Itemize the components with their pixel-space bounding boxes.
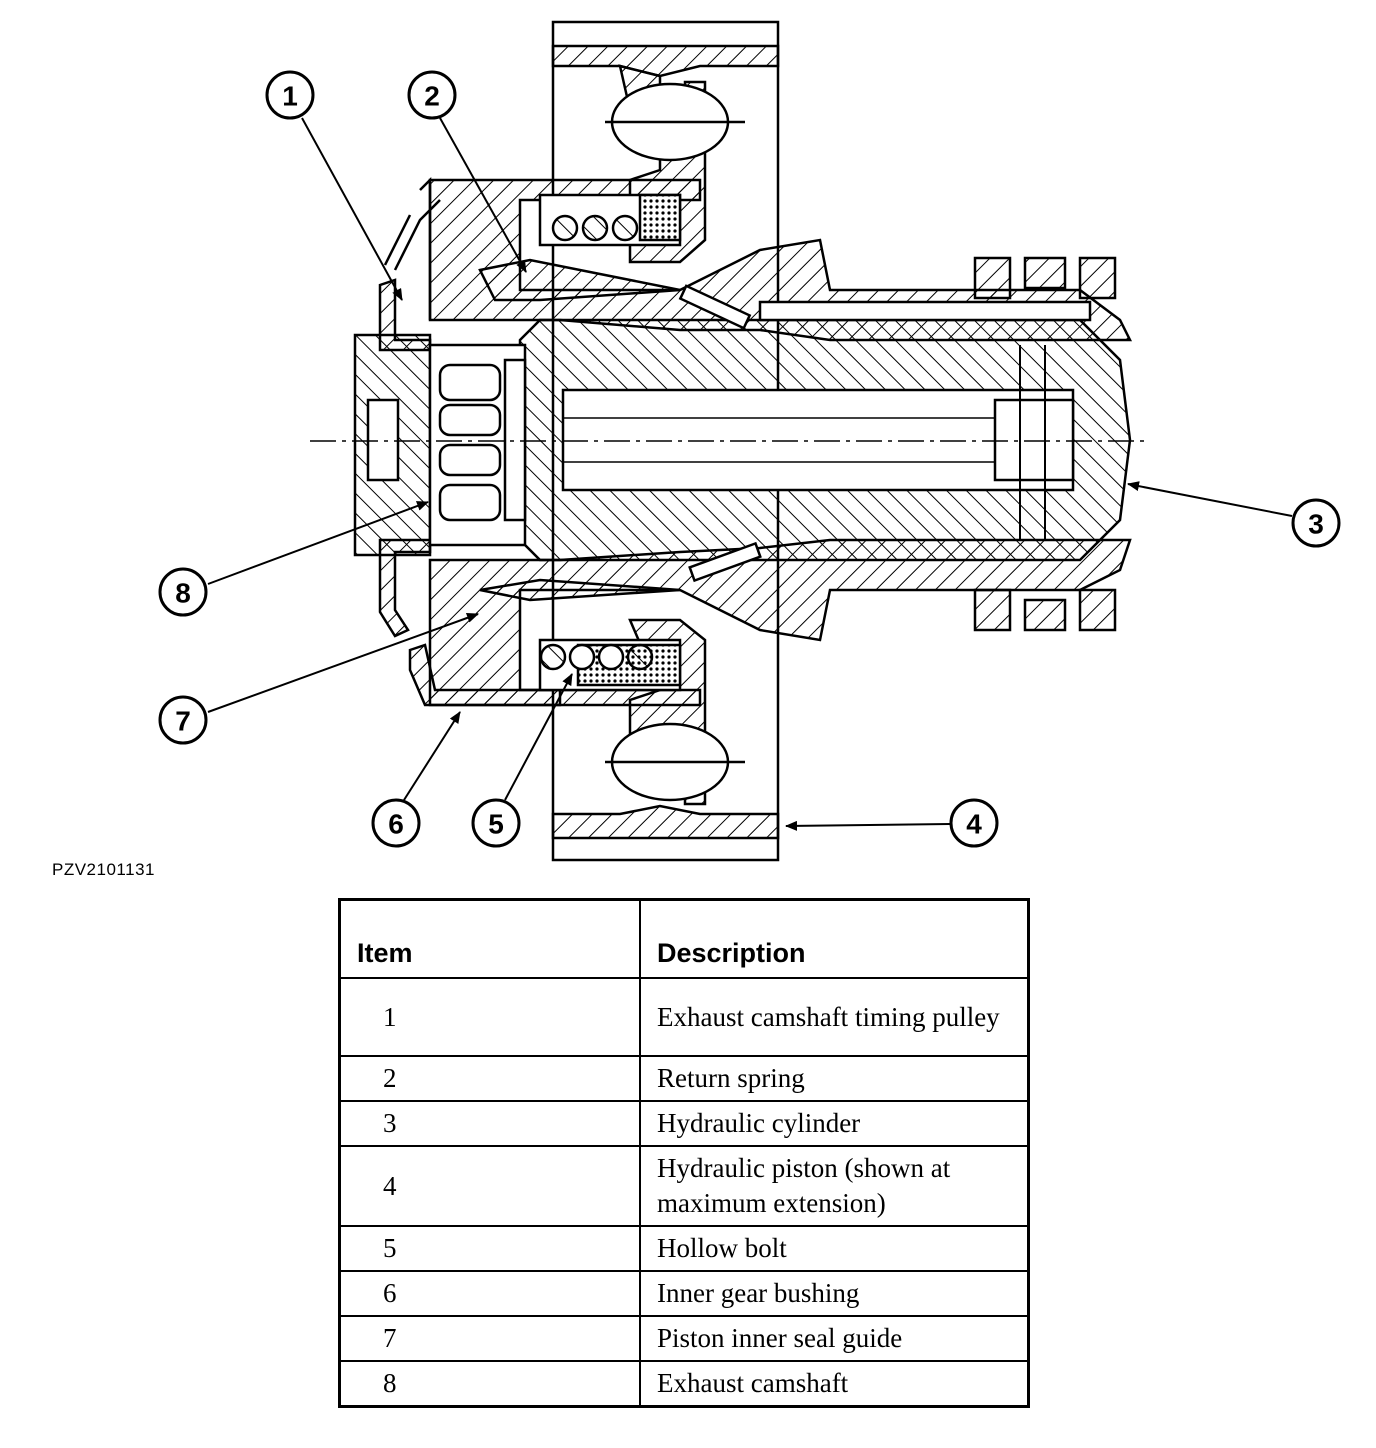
table-row: 2 Return spring [338, 1055, 1030, 1102]
callout-7: 7 [175, 706, 191, 737]
callout-1-circle [265, 70, 315, 120]
callout-2-circle [407, 70, 457, 120]
leader-8 [207, 501, 429, 585]
item-number: 3 [338, 1100, 641, 1147]
callout-5-circle [471, 798, 521, 848]
leader-4 [785, 820, 951, 831]
legend-table: Item Description 1 Exhaust camshaft timi… [338, 898, 1030, 1408]
table-row: 6 Inner gear bushing [338, 1270, 1030, 1317]
left-assembly-drawing [353, 176, 681, 707]
column-header-item: Item [338, 898, 641, 979]
callout-8-circle [158, 567, 208, 617]
item-number: 5 [338, 1225, 641, 1272]
return-spring-drawing [538, 193, 682, 692]
item-description: Exhaust camshaft timing pulley [639, 977, 1030, 1057]
item-number: 2 [338, 1055, 641, 1102]
callout-7-circle [158, 695, 208, 745]
callout-4: 4 [966, 809, 982, 840]
table-row: 4 Hydraulic piston (shown at maximum ext… [338, 1145, 1030, 1227]
callout-numbers: 1 2 3 4 5 6 7 8 [175, 81, 1324, 840]
column-header-description: Description [639, 898, 1030, 979]
leader-7 [207, 613, 479, 713]
leader-1 [301, 117, 403, 301]
callout-1: 1 [282, 81, 298, 112]
leader-6 [403, 711, 461, 801]
item-description: Hydraulic piston (shown at maximum exten… [639, 1145, 1030, 1227]
item-description: Piston inner seal guide [639, 1315, 1030, 1362]
table-row: 1 Exhaust camshaft timing pulley [338, 977, 1030, 1057]
leader-3 [1127, 481, 1293, 517]
leader-2 [439, 117, 527, 273]
item-description: Hydraulic cylinder [639, 1100, 1030, 1147]
callout-circles [158, 70, 1341, 848]
figure-code: PZV2101131 [52, 860, 155, 879]
callout-8: 8 [175, 578, 191, 609]
table-row: 7 Piston inner seal guide [338, 1315, 1030, 1362]
cutaway-diagram: 1 2 3 4 5 6 7 8 [158, 20, 1341, 862]
table-row: 5 Hollow bolt [338, 1225, 1030, 1272]
table-row: 3 Hydraulic cylinder [338, 1100, 1030, 1147]
camshaft-body-drawing [428, 178, 1133, 707]
item-description: Exhaust camshaft [639, 1360, 1030, 1408]
callout-5: 5 [488, 809, 504, 840]
callout-4-circle [949, 798, 999, 848]
item-number: 6 [338, 1270, 641, 1317]
item-description: Inner gear bushing [639, 1270, 1030, 1317]
item-number: 1 [338, 977, 641, 1057]
item-number: 4 [338, 1145, 641, 1227]
item-number: 8 [338, 1360, 641, 1408]
callout-3-circle [1291, 498, 1341, 548]
item-number: 7 [338, 1315, 641, 1362]
leader-5 [504, 673, 573, 801]
callout-3: 3 [1308, 509, 1324, 540]
leader-lines [207, 117, 1293, 831]
callout-6-circle [371, 798, 421, 848]
item-description: Hollow bolt [639, 1225, 1030, 1272]
table-header-row: Item Description [338, 898, 1030, 979]
callout-6: 6 [388, 809, 404, 840]
item-description: Return spring [639, 1055, 1030, 1102]
table-row: 8 Exhaust camshaft [338, 1360, 1030, 1408]
callout-2: 2 [424, 81, 440, 112]
